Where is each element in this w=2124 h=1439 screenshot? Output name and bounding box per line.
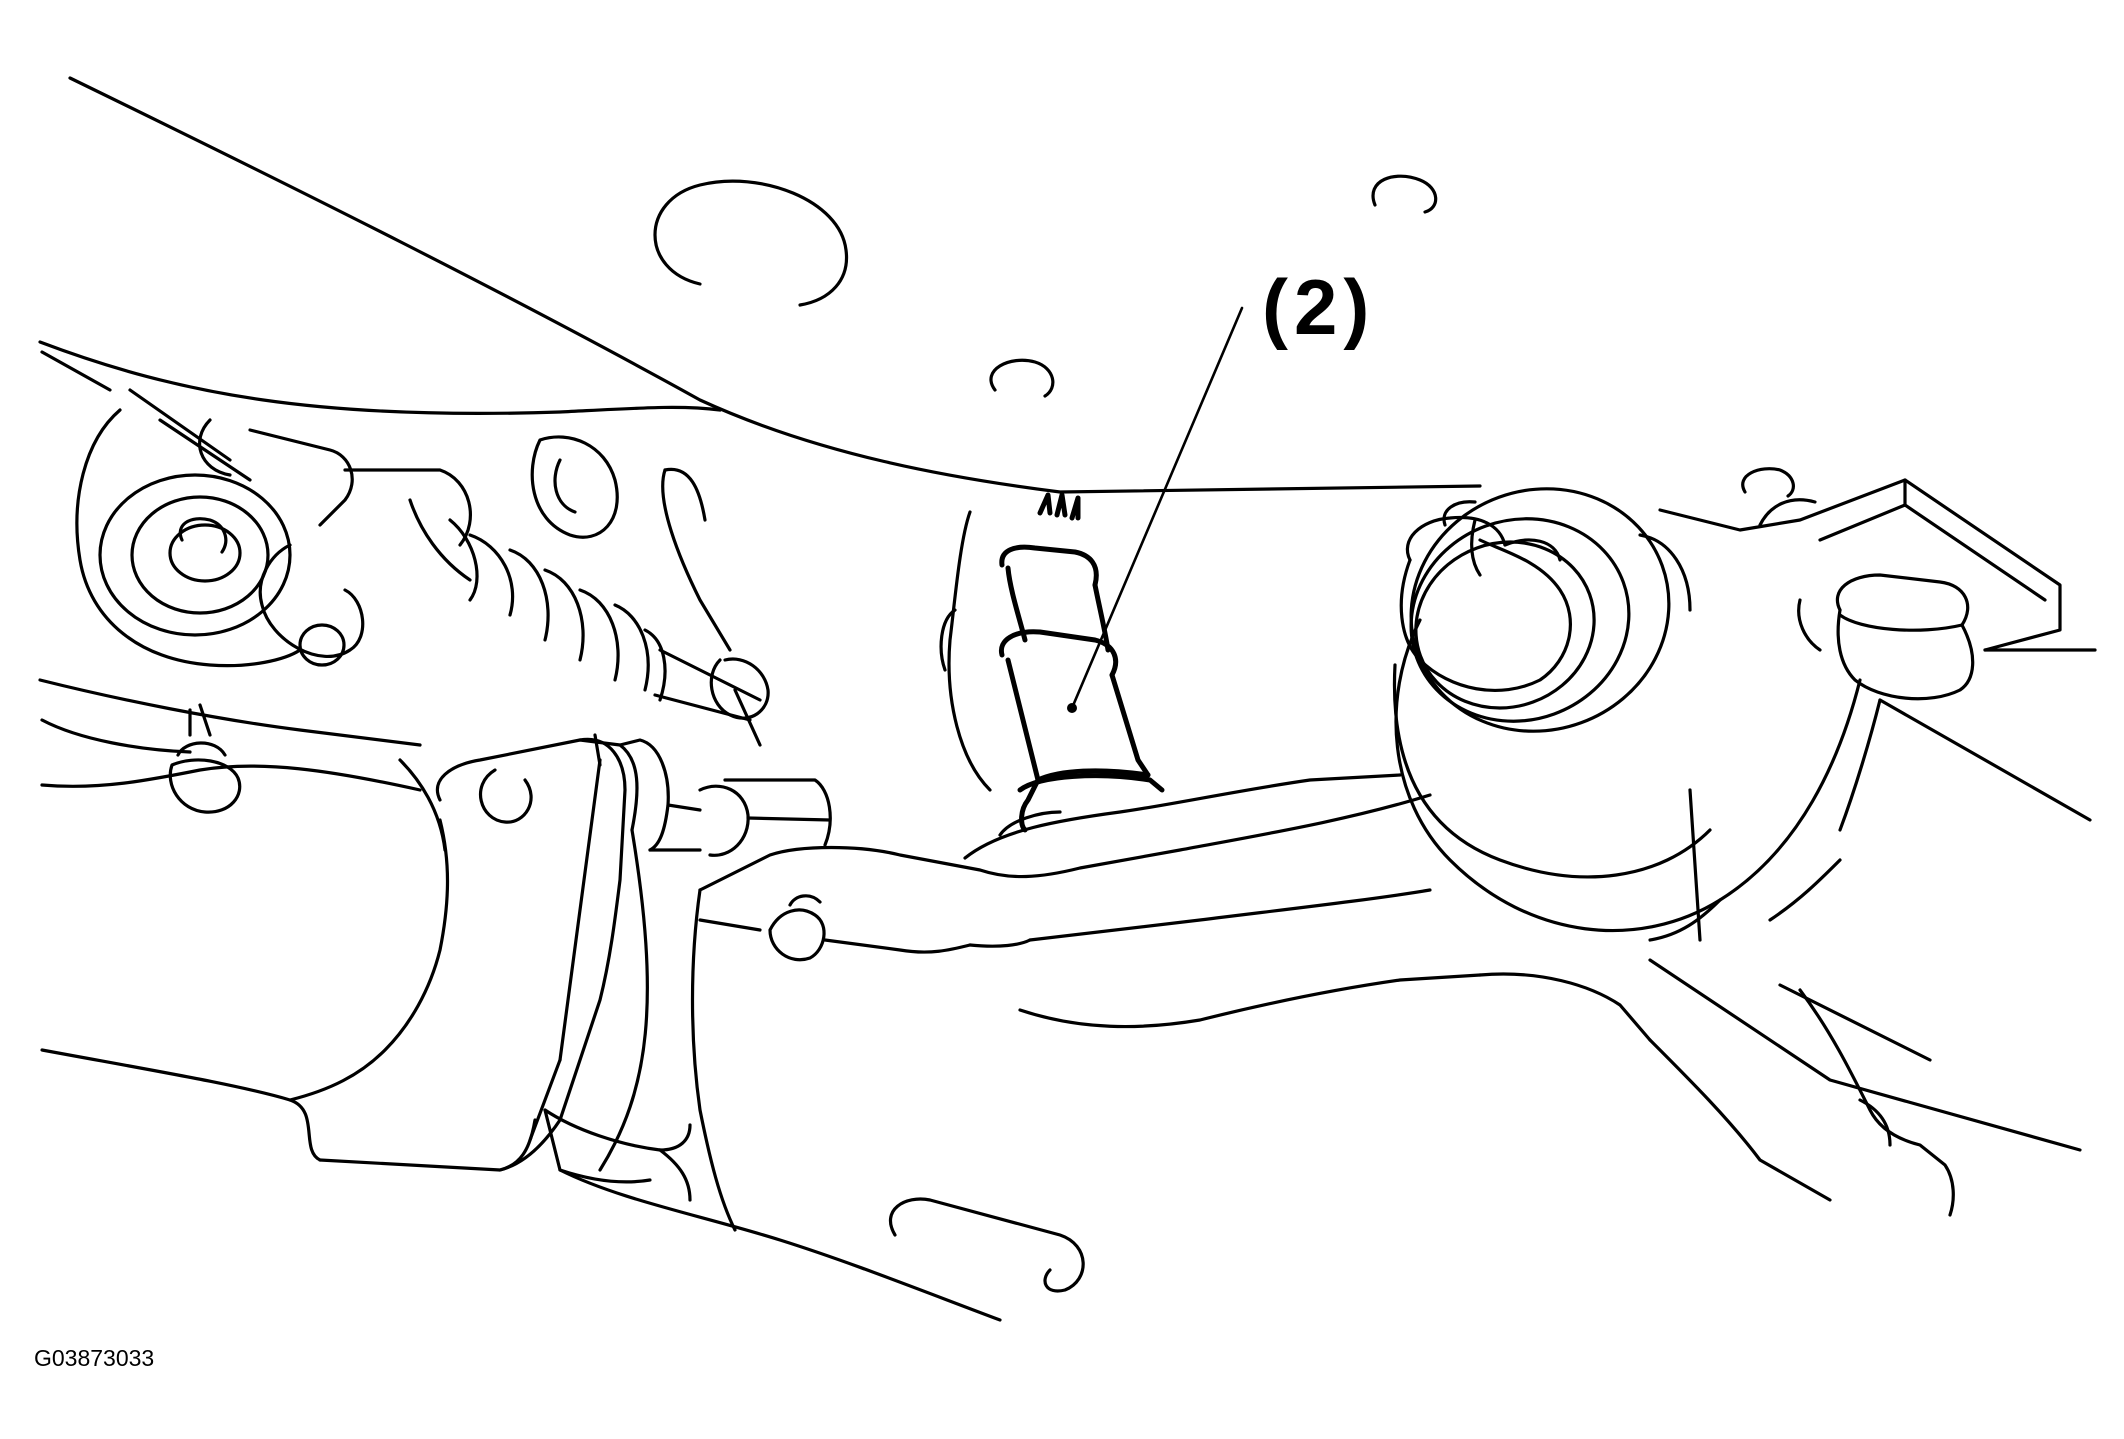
left-knuckle [75, 408, 365, 668]
bracket-stay [530, 435, 770, 747]
lower-hole [888, 1197, 1085, 1293]
callout-leader [1067, 306, 1244, 713]
bushing-clamp [435, 733, 649, 1172]
drive-shaft-boot [128, 388, 762, 722]
small-hole-mid [989, 358, 1055, 398]
clamp-bracket [543, 738, 832, 1202]
small-hole-right-2 [1741, 467, 1795, 498]
left-lower-arm [40, 758, 537, 1172]
floor-panel [38, 76, 1482, 494]
right-mount-bracket [1658, 478, 2097, 832]
right-bushing [1392, 487, 1862, 942]
lateral-rod-left [38, 678, 422, 814]
right-lower-arm [1648, 958, 2082, 1217]
crossmember [558, 793, 1652, 1322]
indicated-part-2 [939, 492, 1165, 833]
floor-holes [653, 174, 1795, 1293]
large-hole [653, 179, 849, 307]
figure-code: G03873033 [34, 1345, 155, 1371]
small-hole-right [1371, 174, 1438, 214]
part-mount-base [963, 773, 1402, 860]
callout-label: (2) [1262, 263, 1376, 351]
